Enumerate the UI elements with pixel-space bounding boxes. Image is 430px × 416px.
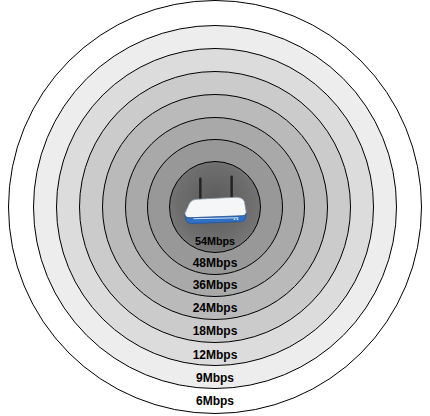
rate-label: 54Mbps (170, 234, 260, 248)
rate-label: 36Mbps (126, 278, 304, 292)
rate-band: 18Mbps 24Mbps 36Mbps 48Mbps 54Mbps (79, 71, 351, 343)
rate-label: 48Mbps (148, 256, 282, 270)
rate-band: 48Mbps 54Mbps (147, 139, 283, 275)
rate-label: 9Mbps (34, 371, 396, 385)
rate-band: 9Mbps 12Mbps 18Mbps 24Mbps 36Mbps 48Mbps 54Mbp… (33, 25, 397, 389)
rate-band: 36Mbps 48Mbps 54Mbps (125, 117, 305, 297)
rate-band: 6Mbps 9Mbps 12Mbps 18Mbps 24Mbps 36Mbps 48Mbps… (8, 0, 422, 414)
rate-band: 12Mbps 18Mbps 24Mbps 36Mbps 48Mbps 54Mbps (56, 48, 374, 366)
rate-band: 24Mbps 36Mbps 48Mbps 54Mbps (102, 94, 328, 320)
rate-label: 12Mbps (57, 348, 373, 362)
rate-label: 6Mbps (9, 394, 421, 408)
rate-band: 54Mbps (169, 161, 261, 253)
rate-label: 24Mbps (103, 301, 327, 315)
rate-label: 18Mbps (80, 324, 350, 338)
